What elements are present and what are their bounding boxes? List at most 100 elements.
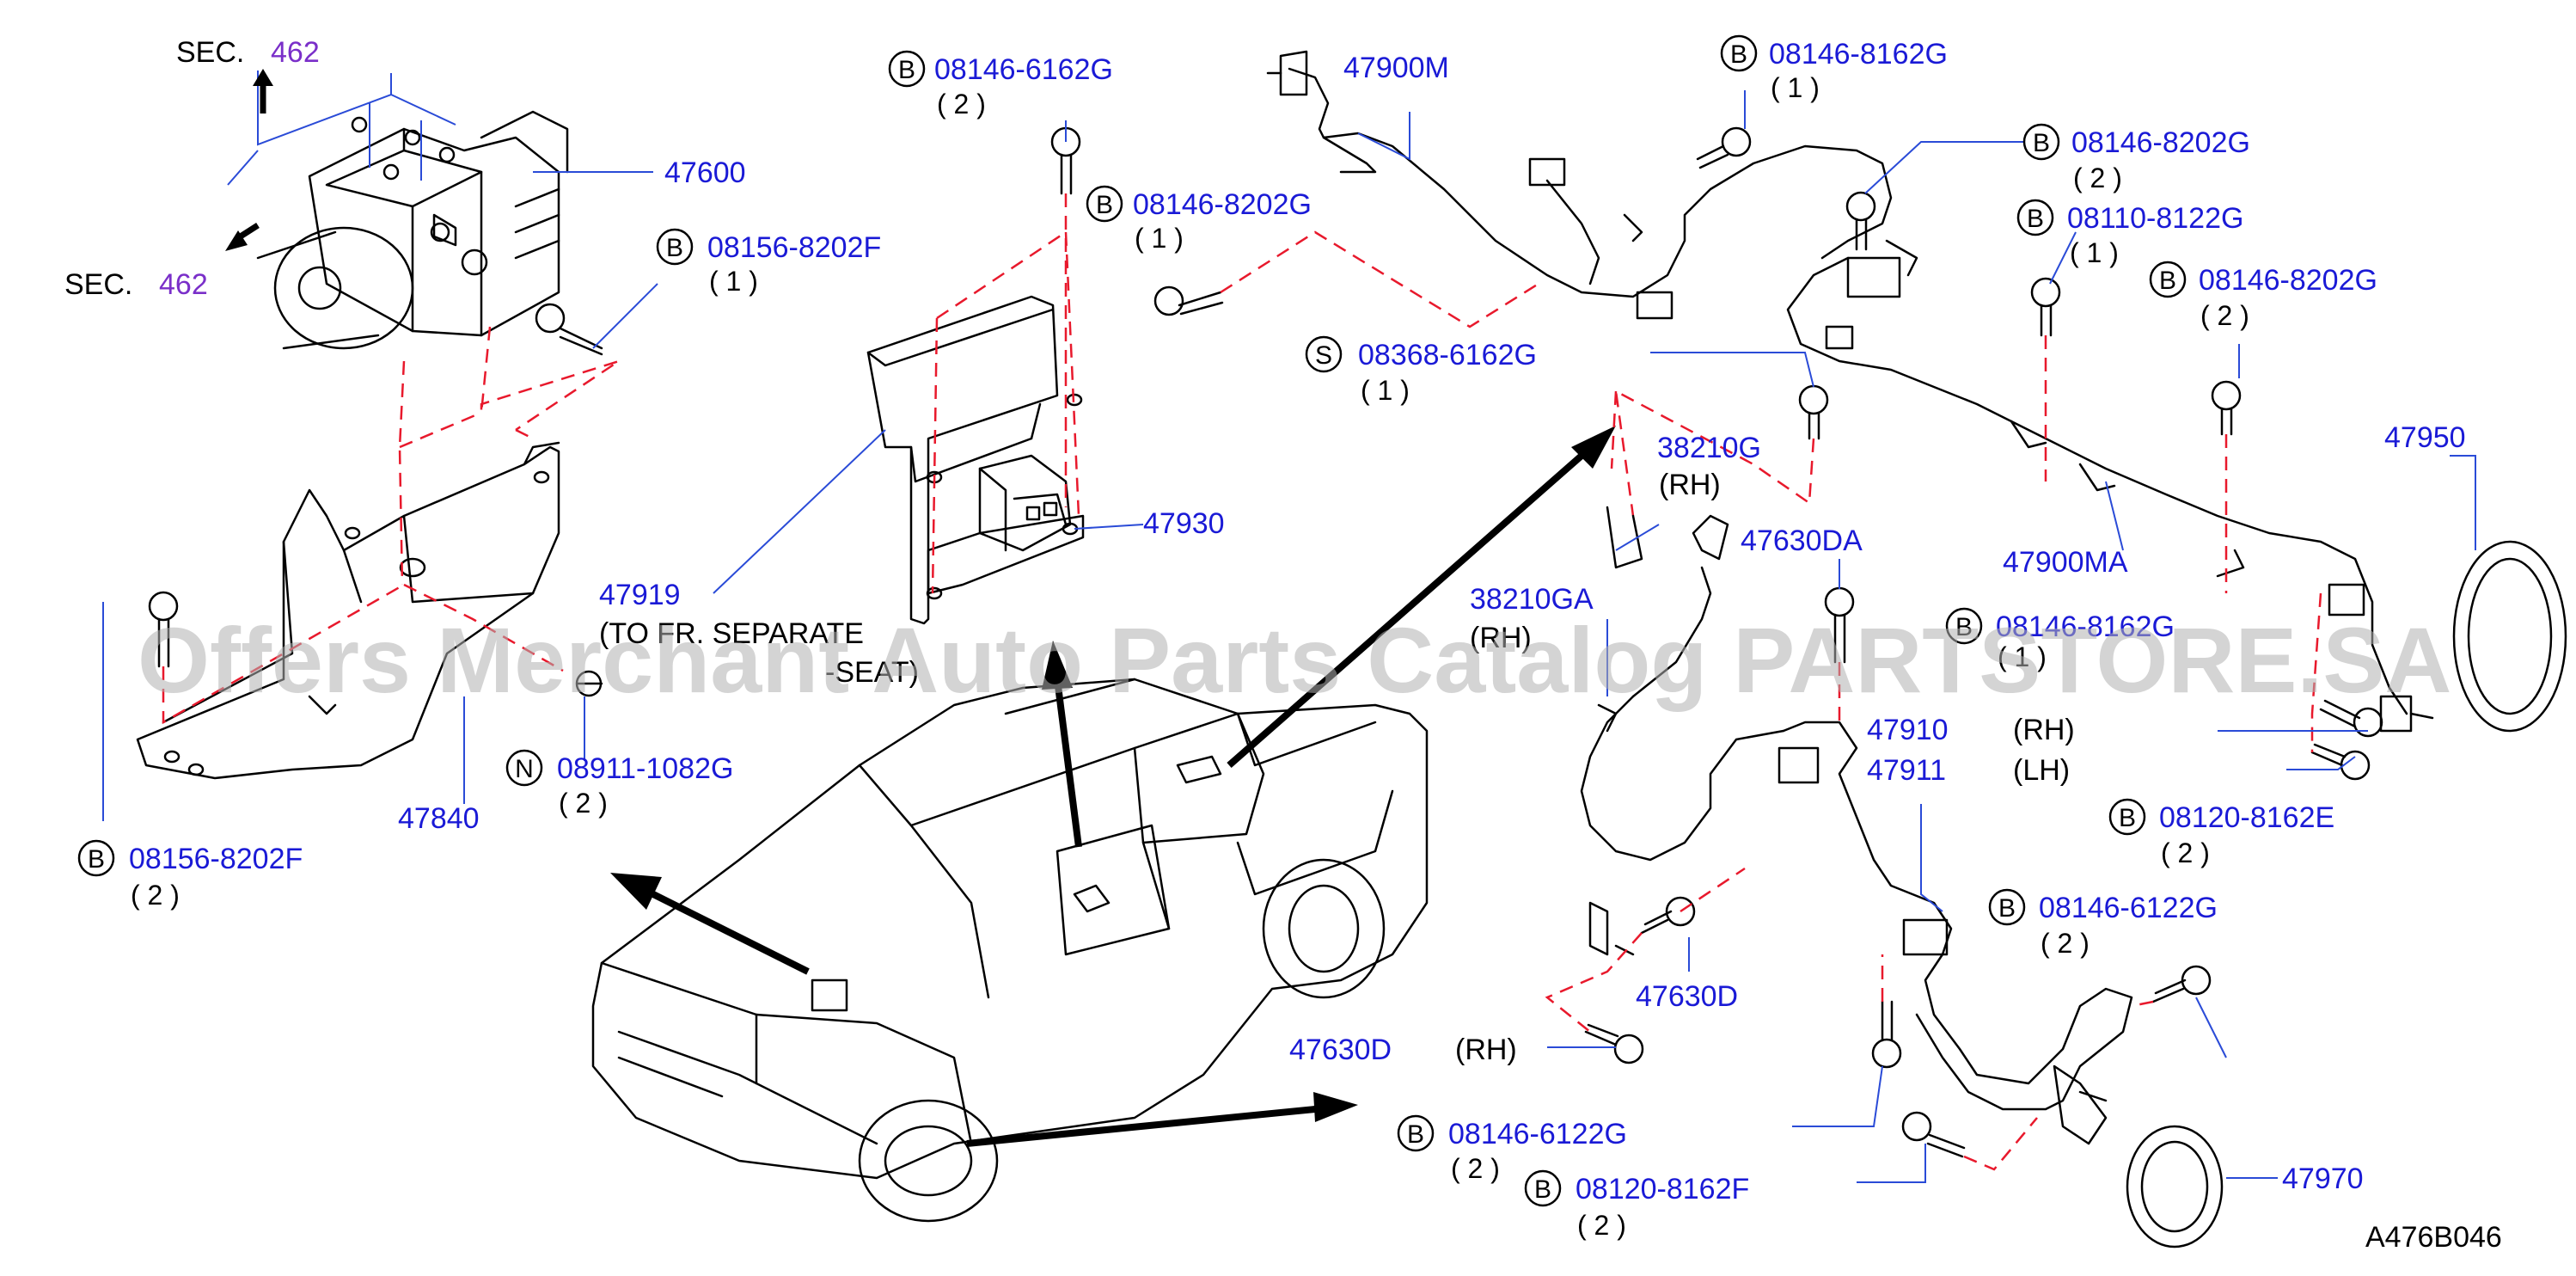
callout-08120-8162E[interactable]: B 08120-8162E ( 2 ) [2108, 798, 2334, 868]
label-47911[interactable]: 47911 [1867, 754, 1946, 787]
label-38210GA-side: (RH) [1470, 622, 1532, 654]
sec-reference-lines [227, 71, 456, 186]
callout-08146-6162G-top[interactable]: B 08146-6162G ( 2 ) [888, 50, 1113, 120]
callout-code[interactable]: 08146-6122G [1448, 1118, 1627, 1150]
bracket-38210G-drawing [1588, 506, 1643, 956]
bracket-47919-drawing [866, 295, 1083, 625]
label-47930[interactable]: 47930 [1143, 507, 1225, 540]
bolt-08156-8202F-top [535, 303, 603, 356]
label-47630D-a[interactable]: 47630D [1636, 980, 1738, 1013]
label-47900MA[interactable]: 47900MA [2003, 546, 2128, 579]
callout-08156-8202F-left[interactable]: B 08156-8202F ( 2 ) [77, 839, 303, 911]
sensor-47930-drawing [927, 454, 1085, 595]
label-47919-note2: -SEAT) [825, 656, 919, 689]
bolt-08120-8162E [2310, 743, 2371, 781]
callout-08146-8162G[interactable]: B 08146-8162G ( 1 ) [1720, 34, 1948, 103]
label-47910-side: (RH) [2013, 714, 2075, 746]
callout-qty: ( 2 ) [2041, 928, 2090, 959]
bolt-08120-8162F [1901, 1111, 1966, 1158]
callout-code[interactable]: 08110-8122G [2067, 202, 2243, 235]
callout-08146-8202G-left[interactable]: B 08146-8202G ( 1 ) [1086, 185, 1312, 254]
callout-08156-8202F-top[interactable]: B 08156-8202F ( 1 ) [656, 228, 881, 297]
sec-arrow-up [253, 69, 273, 113]
callout-code[interactable]: 08368-6162G [1358, 339, 1537, 371]
label-47910[interactable]: 47910 [1867, 714, 1949, 746]
callout-qty: ( 2 ) [2200, 300, 2249, 331]
watermark-text: Offers Merchant Auto Parts Catalog PARTS… [138, 608, 2451, 712]
callout-letter: B [2119, 804, 2136, 832]
callout-letter: B [1998, 894, 2016, 923]
nut-08911-1082G [575, 670, 603, 697]
callout-code[interactable]: 08146-6162G [934, 53, 1113, 86]
label-47630DA[interactable]: 47630DA [1741, 525, 1863, 557]
callout-letter: B [1534, 1175, 1551, 1204]
bolt-08110-8122G [2030, 277, 2061, 337]
leader-lines [102, 90, 2476, 1183]
callout-08146-8202G-mid[interactable]: B 08146-8202G ( 2 ) [2022, 123, 2250, 193]
callout-code[interactable]: 08120-8162F [1576, 1173, 1749, 1205]
label-47630D-b[interactable]: 47630D [1289, 1034, 1392, 1066]
callout-08120-8162F[interactable]: B 08120-8162F ( 2 ) [1524, 1169, 1749, 1241]
callout-qty: ( 1 ) [1771, 72, 1820, 103]
callout-letter: N [515, 755, 534, 783]
callout-code[interactable]: 08911-1082G [557, 752, 733, 785]
callout-08146-8202G-right[interactable]: B 08146-8202G ( 2 ) [2149, 261, 2377, 331]
callout-code[interactable]: 08146-8202G [2199, 264, 2377, 297]
callout-letter: B [2033, 129, 2050, 157]
dash-front-wheel [1545, 662, 2154, 1171]
label-47919-note: (TO FR. SEPARATE [599, 617, 864, 650]
label-47900M[interactable]: 47900M [1343, 52, 1449, 84]
dash-harness [1610, 335, 2228, 593]
sec-top-number[interactable]: 462 [271, 36, 320, 69]
callout-code[interactable]: 08146-8202G [2071, 126, 2250, 159]
bolt-08146-8202G-mid [1845, 191, 1876, 251]
callout-08146-3122G[interactable]: B 08146-8162G ( 1 ) [1945, 607, 2175, 672]
bolt-08156-8202F-left [148, 591, 179, 668]
bolt-08146-8202G-right [2211, 380, 2242, 436]
callout-code[interactable]: 08146-8202G [1133, 188, 1312, 221]
dash-47919 [931, 193, 1539, 594]
callout-code[interactable]: 08120-8162E [2159, 801, 2334, 834]
label-47911-side: (LH) [2013, 754, 2070, 787]
label-47600[interactable]: 47600 [664, 156, 746, 189]
bolt-08368-6162G [1798, 384, 1829, 440]
sec-left-prefix: SEC. [64, 268, 132, 301]
callout-letter: B [1955, 613, 1973, 641]
bolt-08146-8202G-left [1153, 285, 1224, 316]
callout-code[interactable]: 08146-8162G [1996, 610, 2175, 643]
callout-code[interactable]: 08146-6122G [2039, 892, 2218, 924]
label-47840[interactable]: 47840 [398, 802, 480, 835]
callout-letter: B [2159, 267, 2176, 295]
callout-code[interactable]: 08146-8162G [1769, 38, 1948, 71]
label-47950[interactable]: 47950 [2384, 421, 2466, 454]
callout-qty: ( 2 ) [1451, 1153, 1500, 1184]
sec-left-number[interactable]: 462 [159, 268, 208, 301]
callout-code[interactable]: 08156-8202F [707, 231, 881, 264]
bolt-08146-8162G [1696, 126, 1752, 169]
callout-08911-1082G[interactable]: N 08911-1082G ( 2 ) [505, 749, 733, 819]
label-47919[interactable]: 47919 [599, 579, 681, 611]
callout-letter: S [1315, 341, 1332, 370]
callout-letter: B [666, 234, 683, 262]
callout-08110-8122G[interactable]: B 08110-8122G ( 1 ) [2016, 199, 2243, 268]
harness-47900M-drawing [1266, 50, 1893, 320]
callout-qty: ( 2 ) [937, 89, 986, 120]
label-38210G[interactable]: 38210G [1657, 432, 1761, 464]
callout-08146-6122G-lower[interactable]: B 08146-6122G ( 2 ) [1397, 1114, 1627, 1184]
callout-letter: B [1096, 191, 1113, 219]
callout-08146-6122G-upper[interactable]: B 08146-6122G ( 2 ) [1988, 888, 2218, 959]
sec-arrow-left [225, 223, 260, 251]
sec-top-prefix: SEC. [176, 36, 244, 69]
callout-letter: B [2027, 205, 2044, 233]
label-38210GA[interactable]: 38210GA [1470, 583, 1594, 616]
bolt-47630D-a [1640, 896, 1696, 935]
callout-08368-6162G[interactable]: S 08368-6162G ( 1 ) [1305, 335, 1537, 406]
callout-code[interactable]: 08156-8202F [129, 843, 303, 875]
callout-qty: ( 2 ) [2161, 837, 2210, 868]
callout-qty: ( 1 ) [1135, 223, 1184, 254]
callout-qty: ( 2 ) [559, 788, 608, 819]
callout-qty: ( 2 ) [131, 880, 180, 911]
label-47970[interactable]: 47970 [2282, 1163, 2364, 1195]
vehicle-outline [591, 678, 1429, 1223]
